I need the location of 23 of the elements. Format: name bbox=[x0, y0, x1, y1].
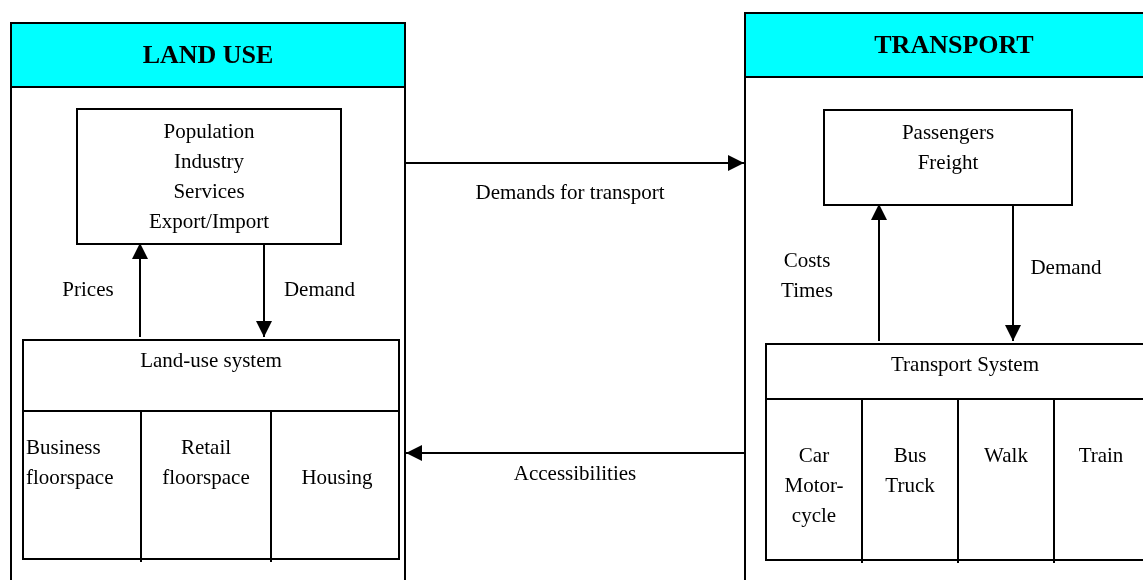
arrow bbox=[256, 242, 272, 338]
table-cell: Car Motor-cycle bbox=[767, 400, 863, 563]
box-text: Population Industry Services Export/Import bbox=[147, 118, 271, 235]
arrow bbox=[871, 203, 887, 342]
box-title: Transport System bbox=[891, 352, 1039, 376]
process-box bbox=[76, 108, 342, 245]
system-box bbox=[765, 343, 1143, 561]
box-text: Passengers Freight bbox=[900, 119, 996, 176]
panel-heading: LAND USE bbox=[12, 24, 404, 88]
arrow bbox=[405, 155, 745, 171]
arrow bbox=[1005, 203, 1021, 342]
process-box bbox=[823, 109, 1073, 206]
system-box bbox=[22, 339, 400, 560]
panel-heading: TRANSPORT bbox=[746, 14, 1143, 78]
box-title: Land-use system bbox=[140, 348, 282, 372]
arrow bbox=[405, 445, 745, 461]
table-cell: Business floorspace bbox=[24, 412, 142, 562]
table-cell: Retail floorspace bbox=[142, 412, 272, 562]
table-cell: Train bbox=[1055, 400, 1143, 563]
table-cell: Walk bbox=[959, 400, 1055, 563]
table-cell: Housing bbox=[272, 412, 402, 562]
arrow bbox=[132, 242, 148, 338]
table-cell: Bus Truck bbox=[863, 400, 959, 563]
